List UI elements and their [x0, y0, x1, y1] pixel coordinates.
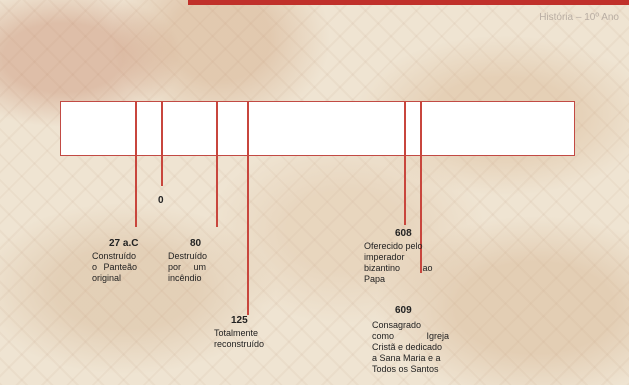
year-label: 608: [395, 228, 412, 239]
year-label: 80: [190, 238, 202, 249]
event-description: Consagrado como Igreja Cristã e dedicado…: [372, 320, 450, 374]
event-description: Oferecido pelo imperador bizantino ao Pa…: [364, 241, 433, 284]
header-accent-bar: [188, 0, 629, 5]
page-header: História – 10º Ano: [539, 12, 619, 23]
event-description: Construído o Panteão original: [92, 251, 138, 283]
timeline-bar: [60, 101, 575, 156]
year-label: 27 a.C: [109, 238, 139, 249]
tick-609: [420, 101, 422, 273]
tick-125: [247, 101, 249, 315]
year-label: 125: [231, 315, 248, 326]
year-label: 0: [158, 195, 164, 206]
tick-608: [404, 101, 406, 225]
year-label: 609: [395, 305, 412, 316]
event-description: Destruído por um incêndio: [168, 251, 208, 283]
tick-80: [216, 101, 218, 227]
tick-0: [161, 101, 163, 186]
event-description: Totalmente reconstruído: [214, 328, 265, 349]
tick-27bc: [135, 101, 137, 227]
